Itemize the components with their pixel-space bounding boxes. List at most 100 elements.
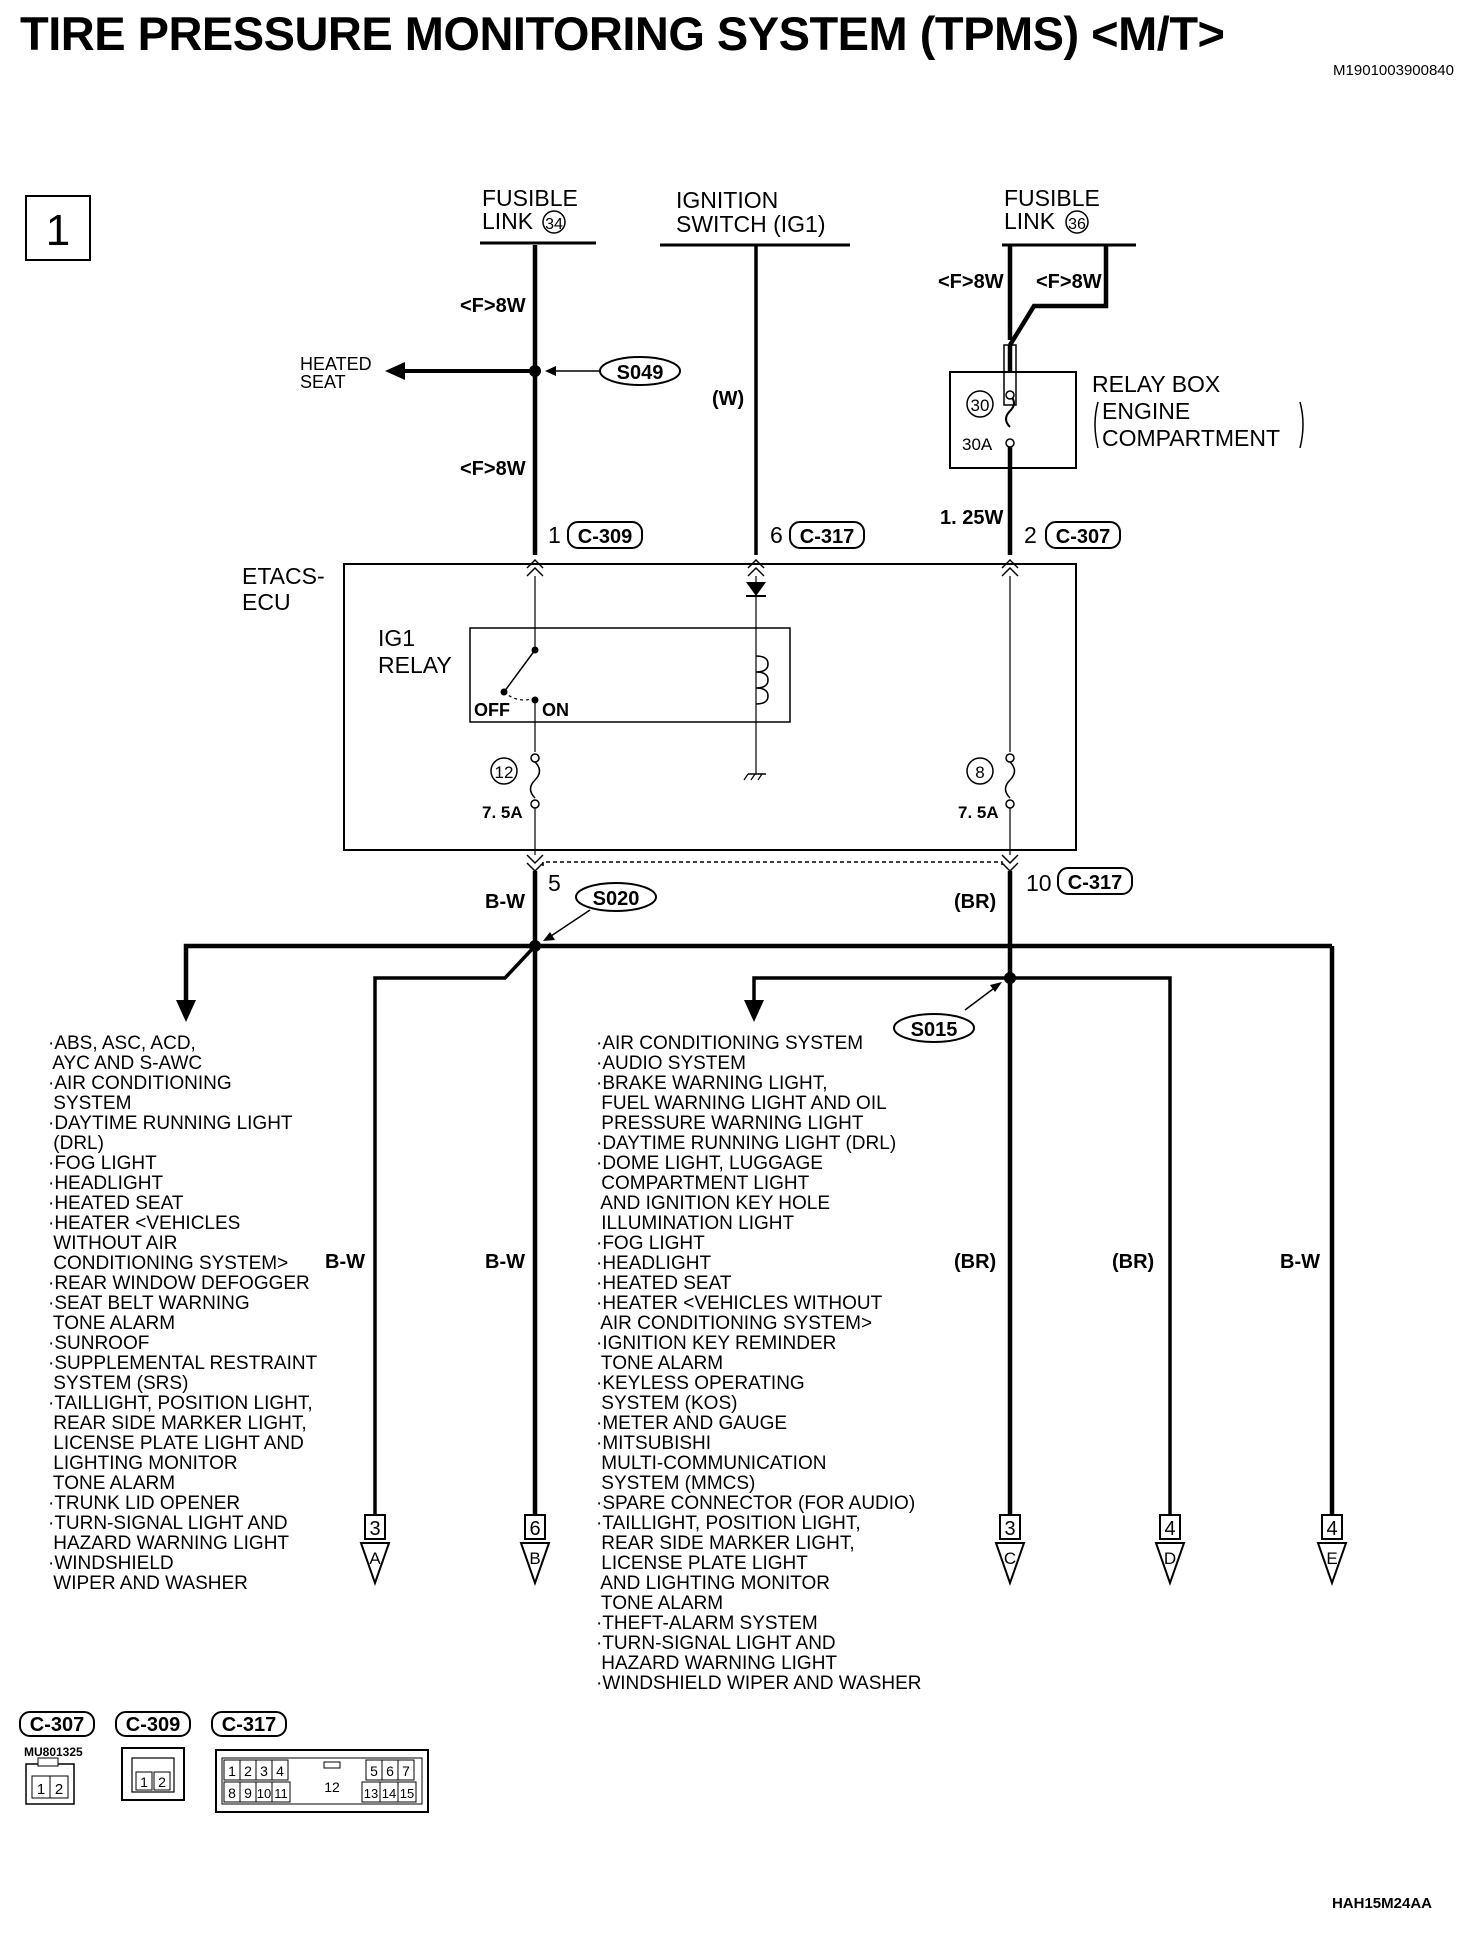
- svg-text:WITHOUT AIR: WITHOUT AIR: [48, 1233, 177, 1254]
- offpage-connector-b[interactable]: 6 B: [519, 1514, 551, 1587]
- svg-text:·AUDIO SYSTEM: ·AUDIO SYSTEM: [596, 1053, 746, 1074]
- legend-part-number: MU801325: [24, 1745, 83, 1759]
- svg-text:C-309: C-309: [578, 526, 632, 548]
- svg-text:C-317: C-317: [1068, 872, 1122, 894]
- wire-label-bw-3: B-W: [1280, 1251, 1320, 1273]
- svg-text:·HEATER <VEHICLES WITHOUT: ·HEATER <VEHICLES WITHOUT: [596, 1293, 883, 1314]
- svg-text:·FOG LIGHT: ·FOG LIGHT: [48, 1153, 157, 1174]
- svg-text:2: 2: [1024, 522, 1037, 548]
- svg-text:36: 36: [1068, 216, 1086, 233]
- svg-text:SYSTEM: SYSTEM: [48, 1093, 131, 1114]
- svg-text:·AIR CONDITIONING SYSTEM: ·AIR CONDITIONING SYSTEM: [596, 1033, 863, 1054]
- svg-text:HAZARD WARNING LIGHT: HAZARD WARNING LIGHT: [596, 1653, 837, 1674]
- svg-text:S049: S049: [617, 362, 664, 384]
- etacs-ecu: ETACS- ECU IG1 RELAY OFF ON: [242, 558, 1077, 873]
- wires-distribution: [183, 871, 1335, 1515]
- wire-label-f8w-a: <F>8W: [460, 295, 526, 317]
- wire-label-br-1: (BR): [954, 1251, 996, 1273]
- svg-text:(DRL): (DRL): [48, 1133, 104, 1154]
- svg-text:8: 8: [228, 1785, 236, 1801]
- etacs-ecu-label: ETACS-: [242, 563, 325, 589]
- svg-text:SYSTEM (SRS): SYSTEM (SRS): [48, 1373, 188, 1394]
- fuse-12-amperage: 7. 5A: [482, 803, 523, 822]
- svg-text:·HEATED SEAT: ·HEATED SEAT: [48, 1193, 184, 1214]
- wire-label-bw-2: B-W: [485, 1251, 525, 1273]
- svg-text:MULTI-COMMUNICATION: MULTI-COMMUNICATION: [596, 1453, 826, 1474]
- wire-label-1-25w: 1. 25W: [940, 507, 1003, 529]
- svg-text:·WINDSHIELD: ·WINDSHIELD: [48, 1553, 174, 1574]
- source-ignition-switch: IGNITION SWITCH (IG1): [660, 187, 850, 247]
- legend-c309: C-309 1 2: [115, 1711, 191, 1801]
- svg-text:4: 4: [1164, 1518, 1175, 1540]
- source-fusible-link-36: FUSIBLE LINK 36: [1002, 185, 1136, 247]
- svg-text:ENGINE: ENGINE: [1102, 398, 1190, 424]
- svg-text:·DOME LIGHT, LUGGAGE: ·DOME LIGHT, LUGGAGE: [596, 1153, 823, 1174]
- svg-text:AND IGNITION KEY HOLE: AND IGNITION KEY HOLE: [596, 1193, 830, 1214]
- svg-text:15: 15: [400, 1786, 414, 1801]
- svg-text:LICENSE PLATE LIGHT: LICENSE PLATE LIGHT: [596, 1553, 808, 1574]
- svg-text:FUEL WARNING LIGHT AND OIL: FUEL WARNING LIGHT AND OIL: [596, 1093, 887, 1114]
- svg-text:11: 11: [274, 1786, 288, 1801]
- svg-text:10: 10: [1026, 870, 1052, 896]
- offpage-connector-a[interactable]: 3 A: [359, 1514, 391, 1587]
- svg-text:E: E: [1326, 1549, 1337, 1568]
- svg-text:·SUNROOF: ·SUNROOF: [48, 1333, 149, 1354]
- svg-text:34: 34: [545, 216, 563, 233]
- svg-text:C-307: C-307: [1056, 526, 1110, 548]
- svg-text:SWITCH (IG1): SWITCH (IG1): [676, 211, 826, 237]
- svg-text:1: 1: [228, 1763, 236, 1779]
- svg-text:·TURN-SIGNAL LIGHT AND: ·TURN-SIGNAL LIGHT AND: [48, 1513, 288, 1534]
- wire-label-bw-top: B-W: [485, 891, 525, 913]
- relay-on-label: ON: [542, 700, 569, 720]
- svg-text:·HEADLIGHT: ·HEADLIGHT: [596, 1253, 711, 1274]
- svg-text:TONE ALARM: TONE ALARM: [596, 1593, 723, 1614]
- svg-text:LINK: LINK: [482, 208, 534, 234]
- svg-text:TONE ALARM: TONE ALARM: [48, 1473, 175, 1494]
- offpage-connector-d[interactable]: 4 D: [1154, 1514, 1186, 1587]
- svg-text:·TURN-SIGNAL LIGHT AND: ·TURN-SIGNAL LIGHT AND: [596, 1633, 836, 1654]
- svg-text:·HEADLIGHT: ·HEADLIGHT: [48, 1173, 163, 1194]
- legend-c307: C-307 MU801325 1 2: [19, 1711, 95, 1805]
- svg-text:14: 14: [382, 1786, 396, 1801]
- wire-label-f8w-d: <F>8W: [1036, 271, 1102, 293]
- svg-text:AIR CONDITIONING SYSTEM>: AIR CONDITIONING SYSTEM>: [596, 1313, 872, 1334]
- svg-text:C-317: C-317: [222, 1714, 276, 1736]
- connector-c307: 2 C-307: [1024, 521, 1121, 549]
- svg-text:C-317: C-317: [800, 526, 854, 548]
- relay-fuse-number: 30: [971, 396, 990, 415]
- svg-text:LICENSE PLATE LIGHT AND: LICENSE PLATE LIGHT AND: [48, 1433, 304, 1454]
- svg-text:·REAR WINDOW DEFOGGER: ·REAR WINDOW DEFOGGER: [48, 1273, 310, 1294]
- wire-label-f8w-c: <F>8W: [938, 271, 1004, 293]
- page-number: 1: [46, 206, 70, 255]
- svg-text:HAZARD WARNING LIGHT: HAZARD WARNING LIGHT: [48, 1533, 289, 1554]
- relay-off-label: OFF: [474, 700, 510, 720]
- offpage-connector-e[interactable]: 4 E: [1316, 1514, 1348, 1587]
- wire-label-br-2: (BR): [1112, 1251, 1154, 1273]
- svg-text:10: 10: [257, 1786, 271, 1801]
- svg-text:SEAT: SEAT: [300, 372, 346, 392]
- svg-text:RELAY: RELAY: [378, 652, 452, 678]
- svg-text:·AIR CONDITIONING: ·AIR CONDITIONING: [48, 1073, 232, 1094]
- wire-label-br-top: (BR): [954, 891, 996, 913]
- wire-label-bw-1: B-W: [325, 1251, 365, 1273]
- svg-text:9: 9: [244, 1785, 252, 1801]
- ig1-relay-label: IG1: [378, 625, 415, 651]
- svg-text:·WINDSHIELD WIPER AND WASHER: ·WINDSHIELD WIPER AND WASHER: [596, 1673, 922, 1694]
- svg-text:2: 2: [55, 1781, 63, 1798]
- svg-text:·ABS, ASC, ACD,: ·ABS, ASC, ACD,: [48, 1033, 196, 1054]
- svg-text:LINK: LINK: [1004, 208, 1056, 234]
- svg-text:·TAILLIGHT, POSITION LIGHT,: ·TAILLIGHT, POSITION LIGHT,: [48, 1393, 313, 1414]
- svg-text:A: A: [369, 1549, 381, 1568]
- svg-text:S015: S015: [911, 1019, 958, 1041]
- s020-pin: 5: [548, 870, 561, 896]
- offpage-connector-c[interactable]: 3 C: [994, 1514, 1026, 1587]
- svg-text:·METER AND GAUGE: ·METER AND GAUGE: [596, 1413, 787, 1434]
- connector-c309: 1 C-309: [548, 521, 643, 549]
- svg-text:·SPARE CONNECTOR (FOR AUDIO): ·SPARE CONNECTOR (FOR AUDIO): [596, 1493, 915, 1514]
- svg-text:4: 4: [276, 1763, 284, 1779]
- svg-text:COMPARTMENT: COMPARTMENT: [1102, 425, 1280, 451]
- svg-text:·HEATED SEAT: ·HEATED SEAT: [596, 1273, 732, 1294]
- svg-text:1: 1: [548, 522, 561, 548]
- svg-text:2: 2: [244, 1763, 252, 1779]
